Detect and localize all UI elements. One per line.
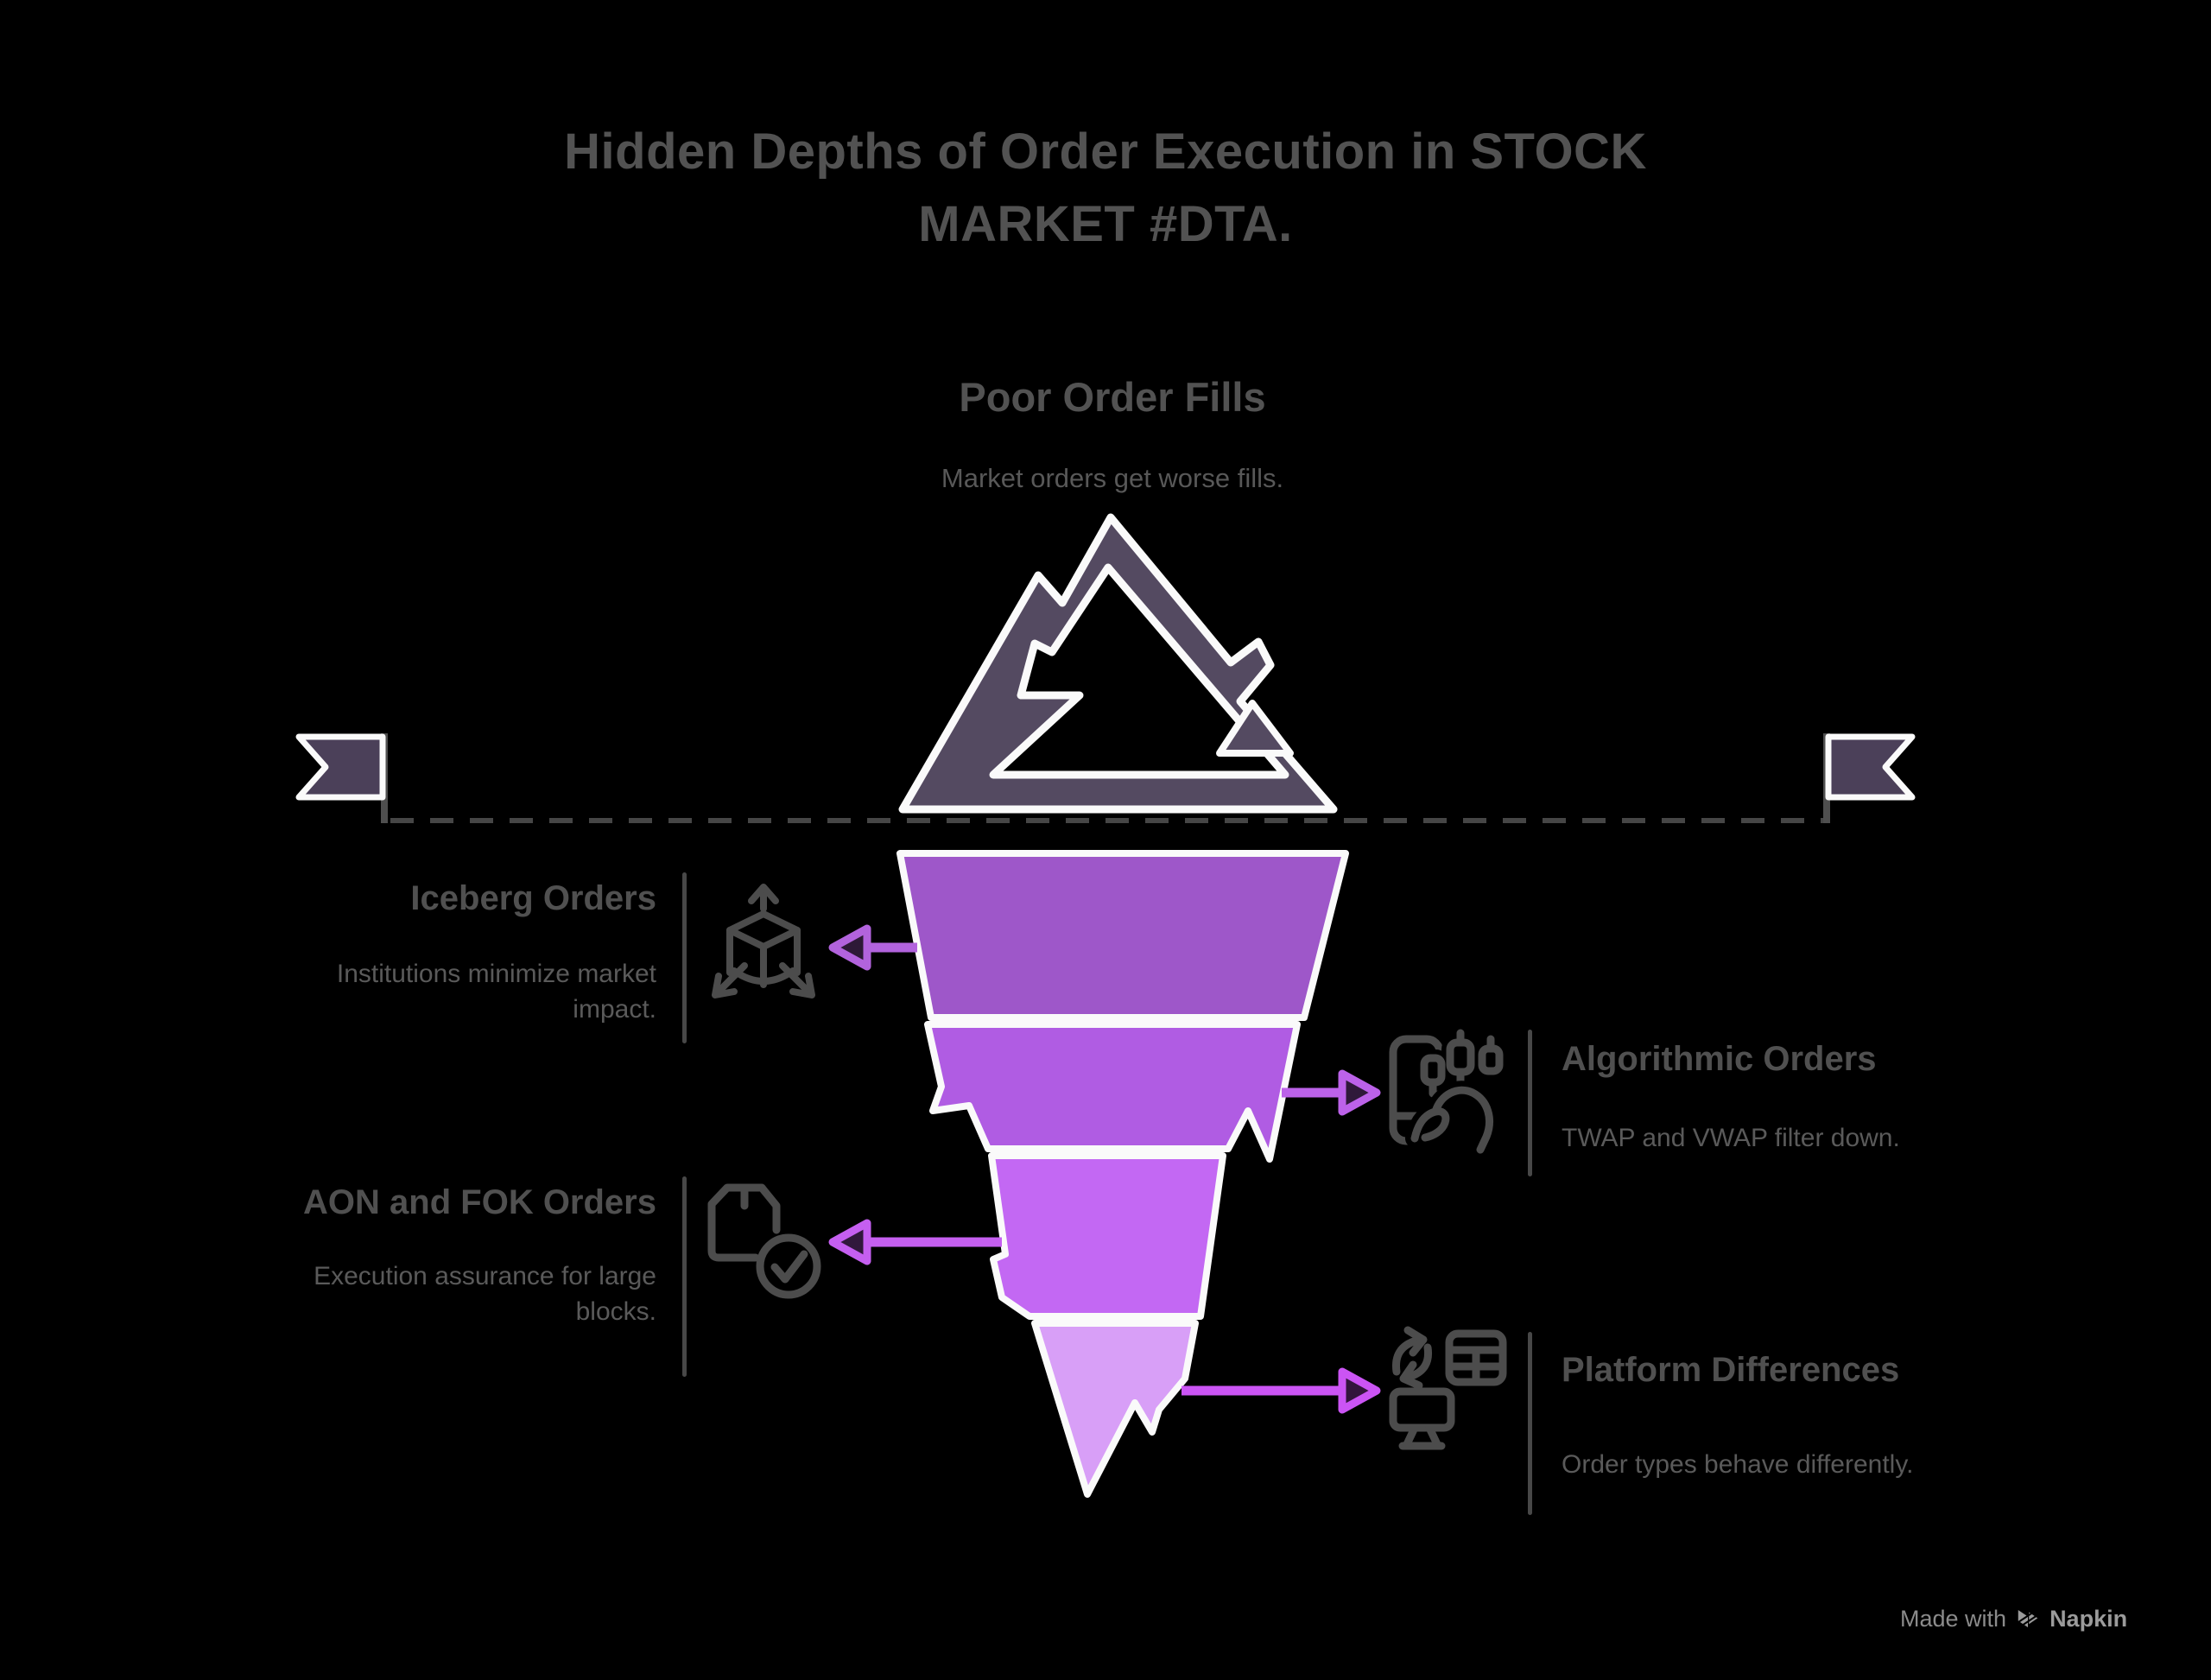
iceberg-segment-3 [988,1152,1226,1320]
page-title: Hidden Depths of Order Execution in STOC… [564,124,1647,252]
phone-candlestick-icon [1389,1029,1508,1159]
callout-algorithmic-orders: Algorithmic Orders TWAP and VWAP filter … [1562,1040,2080,1156]
mountain-above-water [898,513,1338,814]
callout-title: Algorithmic Orders [1562,1040,1877,1078]
mountain-sub-peak [1216,700,1294,757]
callout-divider [682,872,687,1043]
callout-title: AON and FOK Orders [303,1183,656,1221]
package-check-icon [707,1183,821,1299]
connector-arrows [828,924,1381,1414]
callout-description: Execution assurance for large blocks. [314,1262,656,1326]
mountain-inner-hollow [989,563,1289,779]
callout-title: Iceberg Orders [410,879,656,917]
arrow-aon-fok-orders [828,1219,1002,1265]
made-with-napkin-badge[interactable]: Made with Napkin [1900,1601,2185,1636]
callout-platform-differences: Platform Differences Order types behave … [1562,1351,2080,1482]
left-flag-icon [295,733,386,801]
napkin-brand-label: Napkin [2049,1605,2128,1632]
callout-title: Platform Differences [1562,1351,1900,1389]
cube-expand-icon [712,884,815,998]
callout-divider [1528,1332,1532,1515]
right-flag-icon [1825,733,1916,801]
callout-iceberg-orders: Iceberg Orders Institutions minimize mar… [276,879,656,1027]
made-with-label: Made with [1900,1605,2007,1632]
callout-description: Institutions minimize market impact. [336,960,656,1024]
iceberg-segment-1 [896,850,1349,1021]
callout-description: Order types behave differently. [1562,1450,1914,1479]
napkin-logo-icon [2017,1609,2040,1628]
arrow-platform-differences [1182,1367,1381,1414]
callout-divider [1528,1030,1532,1176]
arrow-algorithmic-orders [1282,1069,1381,1116]
iceberg-segment-4 [1031,1320,1199,1498]
callout-divider [682,1176,687,1377]
iceberg-underwater [896,850,1349,1498]
surface-subheading: Market orders get worse fills. [941,463,1284,493]
iceberg-segment-2 [924,1021,1301,1163]
surface-heading: Poor Order Fills [959,374,1266,420]
callout-description: TWAP and VWAP filter down. [1562,1124,1900,1152]
sync-table-monitor-icon [1389,1326,1507,1450]
callout-aon-fok-orders: AON and FOK Orders Execution assurance f… [276,1183,656,1329]
arrow-iceberg-orders [828,924,917,971]
